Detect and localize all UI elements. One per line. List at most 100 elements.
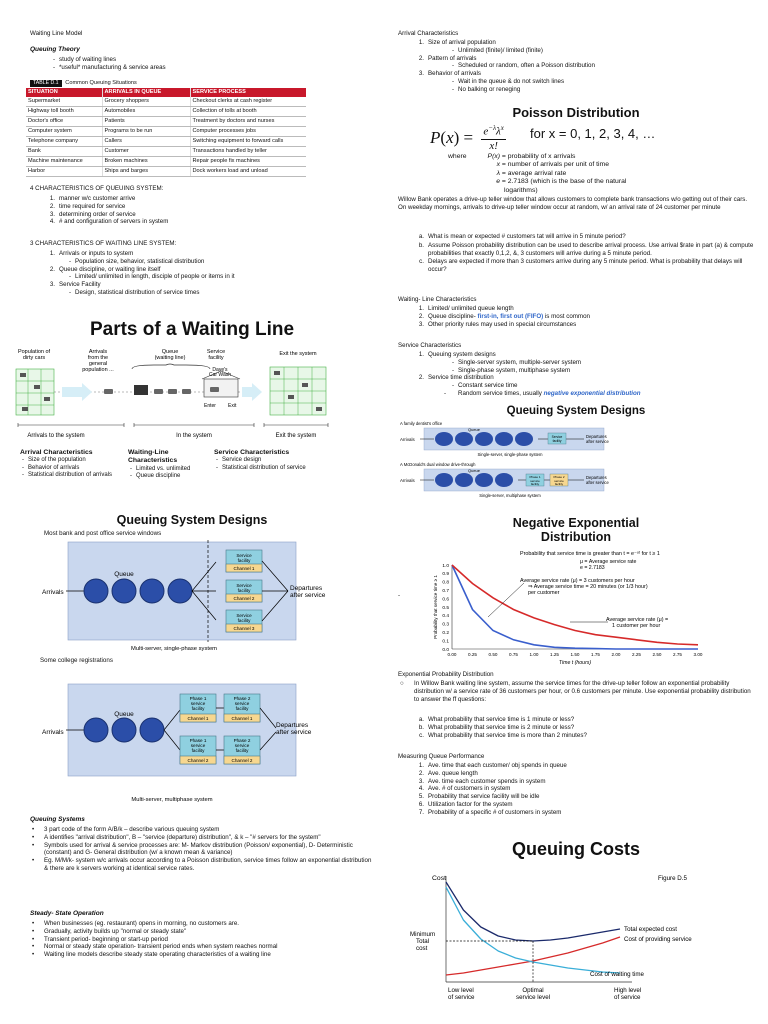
table-caption-text: Common Queuing Situations bbox=[65, 80, 137, 86]
list-item: When businesses (eg. restaurant) opens i… bbox=[32, 920, 374, 928]
svg-text:Departures: Departures bbox=[586, 475, 607, 480]
svg-text:Channel 1: Channel 1 bbox=[188, 716, 209, 721]
table-cell: Switching equipment to forward calls bbox=[189, 136, 306, 147]
svg-text:Exit the system: Exit the system bbox=[276, 433, 317, 439]
phase2-box: Phase 2 service facility Channel 1 bbox=[223, 693, 261, 723]
list-item: study of waiting lines bbox=[59, 56, 166, 64]
table-cell: Repair people fix machines bbox=[189, 156, 306, 167]
table-cell: Telephone company bbox=[26, 136, 102, 147]
table-cell: Computer processes jobs bbox=[189, 126, 306, 137]
phase2-box: Phase 2 service facility Channel 2 bbox=[223, 735, 261, 765]
figure-label: Figure D.5 bbox=[658, 875, 687, 882]
three-char-heading: 3 CHARACTERISTICS OF WAITING LINE SYSTEM… bbox=[30, 240, 177, 247]
list-item: Transient period- beginning or start-up … bbox=[32, 936, 374, 944]
service-facility-box: Service facility Channel 1 bbox=[225, 549, 263, 573]
list-item: Eg. M/M/k- system w/c arrivals occur acc… bbox=[32, 857, 374, 873]
list-item: 2.time required for service bbox=[49, 202, 126, 210]
table-cell: Doctor's office bbox=[26, 116, 102, 127]
list-subitem: Single-phase system, multiphase system bbox=[458, 367, 641, 375]
y-tick-label: 0.4 bbox=[442, 613, 449, 619]
list-item: 2.Pattern of arrivals bbox=[418, 54, 477, 62]
exit-arrow-icon bbox=[242, 383, 262, 401]
list-item: 3.determining order of service bbox=[49, 210, 136, 218]
table-cell: Highway toll booth bbox=[26, 106, 102, 117]
list-item: Statistical distribution of service bbox=[222, 465, 334, 473]
list-subitem: Constant service time bbox=[458, 382, 641, 390]
series-line-2 bbox=[451, 564, 699, 646]
mu-def: μ = Average service rate bbox=[580, 559, 636, 565]
y-tick-label: 0.3 bbox=[442, 622, 449, 628]
table-cell: Patients bbox=[101, 116, 190, 127]
svg-text:Phase 1: Phase 1 bbox=[529, 475, 540, 479]
y-tick-label: 1.0 bbox=[442, 563, 449, 569]
x-tick-label: 0.00 bbox=[448, 652, 457, 657]
qsd-title: Queuing System Designs bbox=[116, 513, 268, 527]
svg-text:facility: facility bbox=[192, 706, 205, 711]
list-subitem: Single-server system, multiple-server sy… bbox=[458, 359, 641, 367]
svg-text:Channel 2: Channel 2 bbox=[234, 596, 255, 601]
list-item: 6.Utilization factor for the system bbox=[418, 800, 513, 808]
svg-text:Phase 1: Phase 1 bbox=[190, 738, 207, 743]
svg-text:facility: facility bbox=[553, 439, 562, 443]
svg-text:Service: Service bbox=[236, 553, 252, 558]
x-tick-label: 3.00 bbox=[694, 652, 703, 657]
x-tick-label: 0.75 bbox=[509, 652, 518, 657]
table-cell: Treatment by doctors and nurses bbox=[189, 116, 306, 127]
list-item: 2.Queue discipline, or waiting line itse… bbox=[49, 265, 161, 273]
service-facility-box: Service facility Channel 3 bbox=[225, 609, 263, 633]
list-item: Queue discipline bbox=[136, 473, 208, 481]
queuing-theory-heading: Queuing Theory bbox=[30, 46, 80, 53]
poisson-defs: P(x) = probability of x arrivals x = num… bbox=[478, 153, 678, 195]
list-item: 1.Arrivals or inputs to system bbox=[49, 250, 134, 257]
list-item: 2.Service time distribution bbox=[418, 374, 494, 382]
e-def: e = 2.7183 bbox=[580, 565, 605, 571]
list-subitem: Limited/ unlimited in length, disciple o… bbox=[75, 273, 235, 281]
exp-prob-para: ○In Willow Bank waiting line system, ass… bbox=[400, 680, 751, 703]
y-tick-label: 0.1 bbox=[442, 638, 449, 644]
svg-text:Exit: Exit bbox=[228, 403, 237, 409]
wl-char-heading: Waiting- Line Characteristics bbox=[398, 296, 477, 303]
list-item: 4.# and configuration of servers in syst… bbox=[49, 218, 169, 226]
svg-text:Multi-server, multiphase syste: Multi-server, multiphase system bbox=[131, 797, 212, 803]
optimal-label: service level bbox=[516, 994, 550, 1001]
qsd-small-title: Queuing System Designs bbox=[506, 405, 646, 417]
list-subitem: Wait in the queue & do not switch lines bbox=[458, 78, 595, 86]
service-facility-box: Service facility Channel 2 bbox=[225, 579, 263, 603]
cost-series-1 bbox=[445, 881, 621, 942]
table-cell: Collection of tolls at booth bbox=[189, 106, 306, 117]
table-header: SITUATION bbox=[26, 88, 102, 97]
multi-server-multiphase-diagram: Arrivals Queue Phase 1 service facility … bbox=[42, 683, 312, 803]
y-tick-label: 0.0 bbox=[442, 647, 449, 653]
svg-text:Arrivals: Arrivals bbox=[400, 478, 415, 483]
svg-text:Service: Service bbox=[236, 613, 252, 618]
optimal-label: Optimal bbox=[522, 987, 543, 994]
exp-prob-heading: Exponential Probability Distribution bbox=[398, 671, 494, 678]
def-row: x = number of arrivals per unit of time bbox=[496, 161, 609, 169]
waiting-line-diagram: Population of dirty cars Arrivals from t… bbox=[15, 349, 329, 439]
table-cell: Supermarket bbox=[26, 96, 102, 107]
list-item: 1.Limited/ unlimited queue length bbox=[418, 305, 514, 312]
col-title: Waiting-Line Characteristics bbox=[128, 449, 178, 465]
list-item: 3.Service Facility bbox=[49, 281, 101, 288]
table-cell: Computer system bbox=[26, 126, 102, 137]
svg-text:general: general bbox=[89, 361, 107, 367]
svg-text:facility: facility bbox=[238, 558, 251, 563]
svg-text:from the: from the bbox=[88, 355, 108, 361]
annotation: Average service rate (μ) = 3 customers p… bbox=[520, 578, 635, 584]
arrival-char-box: Arrival Characteristics Size of the popu… bbox=[20, 449, 120, 480]
table-cell: Dock workers load and unload bbox=[189, 166, 306, 177]
arrival-char-list: 1.Size of arrival population Unlimited (… bbox=[418, 39, 595, 93]
svg-text:service: service bbox=[235, 701, 250, 706]
list-item: Statistical distribution of arrivals bbox=[28, 472, 120, 480]
poisson-where: where bbox=[448, 153, 467, 160]
svg-text:facility: facility bbox=[236, 706, 249, 711]
svg-text:dirty cars: dirty cars bbox=[23, 355, 46, 361]
min-total-label: cost bbox=[416, 945, 428, 952]
qsd-small-diagram: A family dentist's office Arrivals Queue… bbox=[400, 421, 609, 498]
high-label: of service bbox=[614, 994, 641, 1001]
